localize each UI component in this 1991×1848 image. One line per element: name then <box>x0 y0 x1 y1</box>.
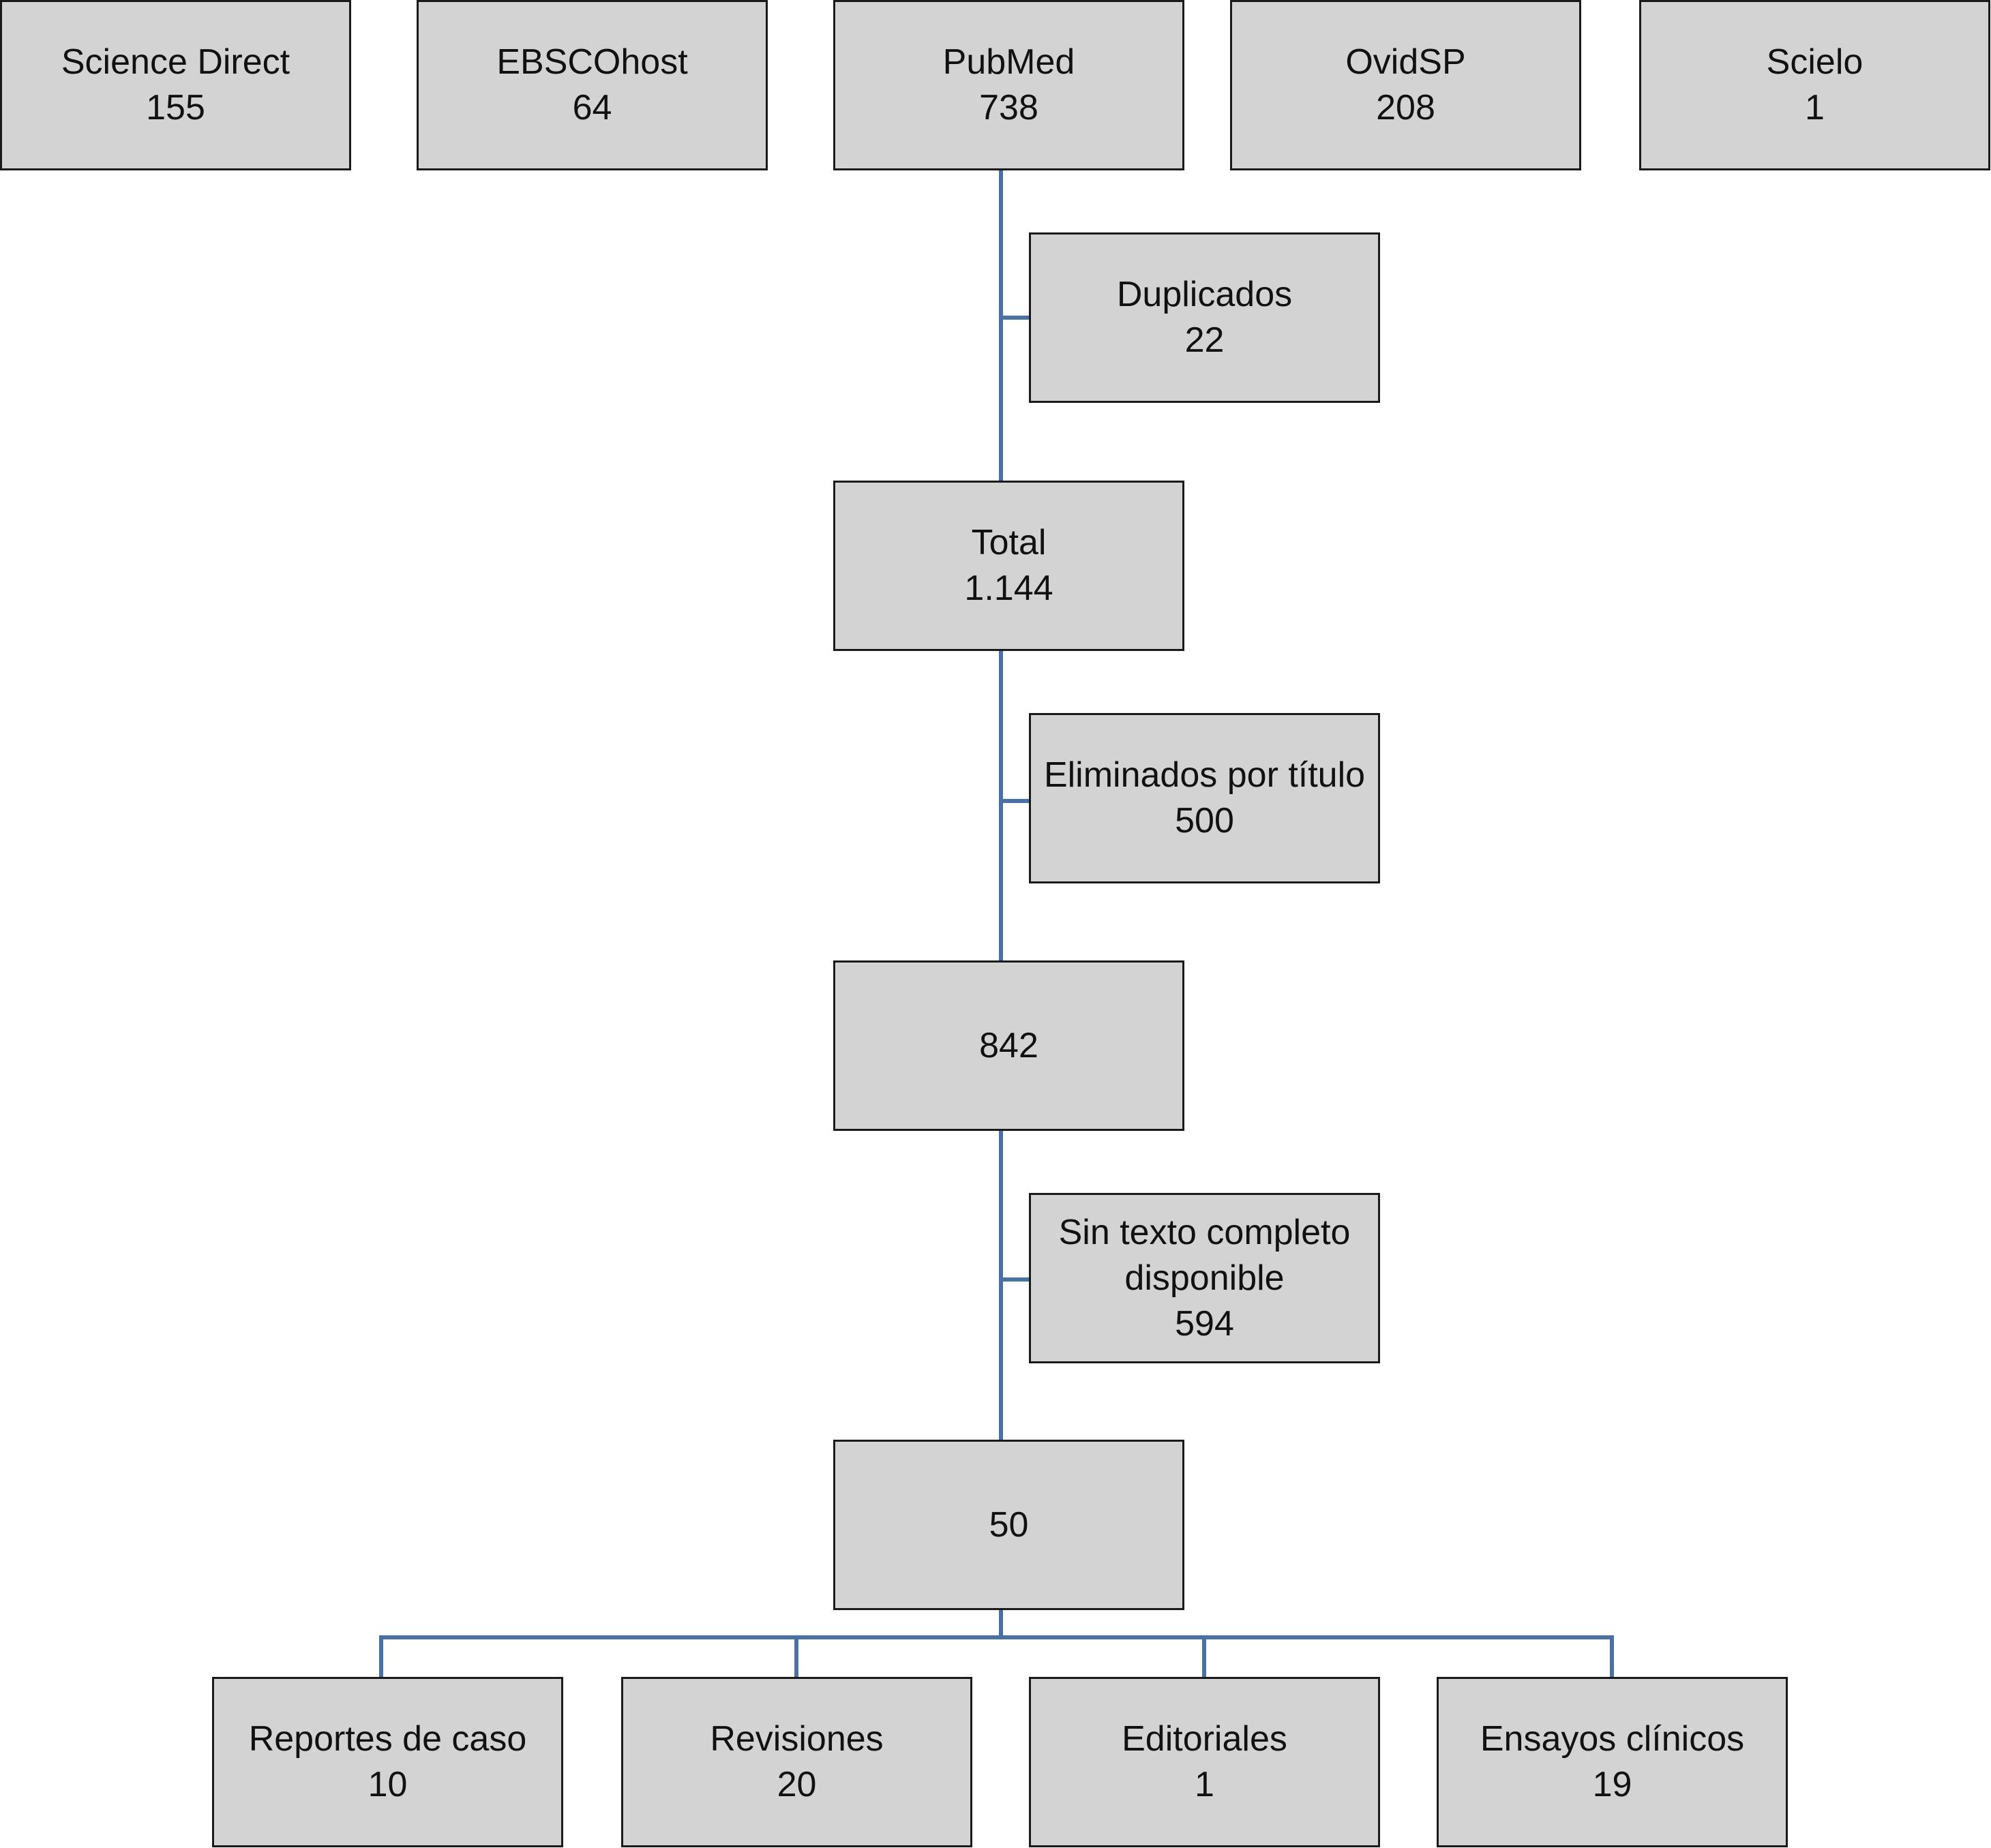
exclusion-count: 22 <box>1184 320 1225 360</box>
main-box-842: 842 <box>833 960 1184 1131</box>
source-count: 64 <box>572 88 612 127</box>
main-label: Total <box>971 523 1047 562</box>
category-label: Editoriales <box>1122 1719 1287 1759</box>
exclusion-label-line-2: disponible <box>1124 1258 1285 1298</box>
category-count: 1 <box>1195 1765 1214 1804</box>
source-label: PubMed <box>942 42 1075 82</box>
source-count: 1 <box>1805 88 1825 127</box>
source-box-science-direct: Science Direct 155 <box>0 0 351 170</box>
category-box-ensayos-clinicos: Ensayos clínicos 19 <box>1437 1677 1788 1847</box>
category-count: 10 <box>368 1765 408 1804</box>
source-label: Scielo <box>1766 42 1863 82</box>
exclusion-label: Eliminados por título <box>1043 755 1366 795</box>
exclusion-count: 500 <box>1175 801 1234 840</box>
exclusion-count: 594 <box>1175 1303 1234 1344</box>
source-label: EBSCOhost <box>496 42 688 82</box>
source-label: Science Direct <box>61 42 290 82</box>
exclusion-label: Duplicados <box>1116 275 1293 314</box>
main-count: 50 <box>989 1504 1029 1545</box>
source-box-scielo: Scielo 1 <box>1639 0 1990 170</box>
category-label: Ensayos clínicos <box>1480 1719 1745 1759</box>
source-box-ovidsp: OvidSP 208 <box>1230 0 1581 170</box>
source-count: 155 <box>146 88 205 127</box>
category-box-reportes-de-caso: Reportes de caso 10 <box>212 1677 563 1847</box>
source-label: OvidSP <box>1345 42 1466 82</box>
source-box-pubmed: PubMed 738 <box>833 0 1184 170</box>
main-count: 842 <box>979 1025 1038 1065</box>
exclusion-box-duplicados: Duplicados 22 <box>1029 232 1380 403</box>
category-box-editoriales: Editoriales 1 <box>1029 1677 1380 1847</box>
exclusion-box-sin-texto-completo: Sin texto completo disponible 594 <box>1029 1193 1380 1363</box>
exclusion-label-line-1: Sin texto completo <box>1058 1212 1351 1252</box>
category-label: Revisiones <box>710 1719 884 1759</box>
category-count: 20 <box>777 1765 817 1804</box>
source-count: 208 <box>1376 88 1435 127</box>
category-label: Reportes de caso <box>248 1719 527 1759</box>
main-box-50: 50 <box>833 1440 1184 1610</box>
source-box-ebscohost: EBSCOhost 64 <box>417 0 768 170</box>
category-count: 19 <box>1592 1765 1632 1804</box>
exclusion-box-eliminados-por-titulo: Eliminados por título 500 <box>1029 713 1380 883</box>
main-count: 1.144 <box>964 569 1053 608</box>
source-count: 738 <box>979 88 1038 127</box>
category-box-revisiones: Revisiones 20 <box>621 1677 972 1847</box>
main-box-total: Total 1.144 <box>833 481 1184 651</box>
